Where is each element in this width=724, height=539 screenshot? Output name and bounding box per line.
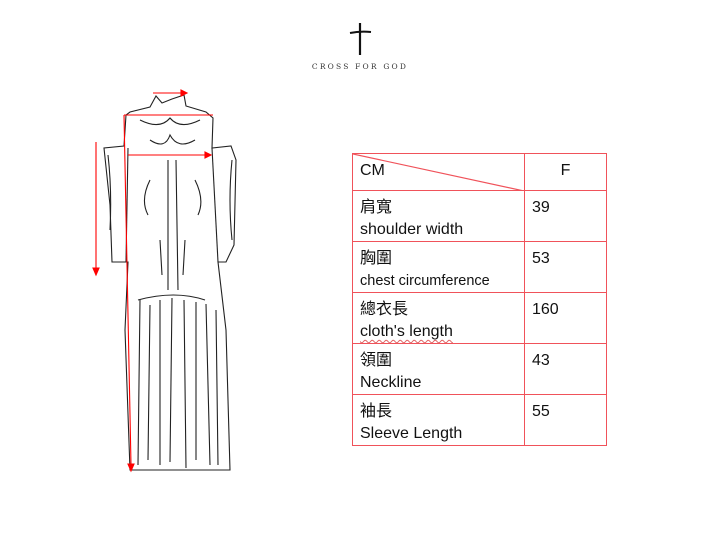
row-label-en: Neckline — [360, 374, 422, 391]
row-value: 55 — [524, 394, 607, 446]
row-value: 43 — [524, 343, 607, 395]
corner-cell: CM — [352, 153, 525, 191]
row-label-cn: 肩寬 — [360, 199, 393, 216]
size-header: F — [524, 153, 607, 191]
row-label-en: cloth's length — [360, 323, 453, 340]
table-row: 肩寬 shoulder width 39 — [352, 190, 607, 242]
table-row: 袖長 Sleeve Length 55 — [352, 394, 607, 446]
diagonal-line — [353, 154, 524, 191]
brand-name: CROSS FOR GOD — [311, 62, 409, 71]
table-row: 領圍 Neckline 43 — [352, 343, 607, 395]
table-row: 胸圍 chest circumference 53 — [352, 241, 607, 293]
unit-label: CM — [360, 162, 385, 179]
table-row: 總衣長 cloth's length 160 — [352, 292, 607, 344]
cross-icon — [349, 23, 372, 55]
row-label-cn: 總衣長 — [360, 301, 409, 318]
row-label-cn: 領圍 — [360, 352, 393, 369]
brand-logo: CROSS FOR GOD — [300, 22, 420, 71]
row-value: 39 — [524, 190, 607, 242]
row-label-cn: 胸圍 — [360, 250, 393, 267]
row-label-en: chest circumference — [360, 273, 490, 289]
length-arrow — [123, 114, 132, 466]
row-label-cn: 袖長 — [360, 403, 393, 420]
row-value: 53 — [524, 241, 607, 293]
row-label-en: Sleeve Length — [360, 425, 463, 442]
row-value: 160 — [524, 292, 607, 344]
garment-sketch — [92, 89, 237, 473]
table-header-row: CM F — [352, 153, 607, 191]
row-label-en: shoulder width — [360, 221, 464, 238]
size-table: CM F 肩寬 shoulder width 39 胸圍 chest circumf… — [352, 153, 607, 446]
